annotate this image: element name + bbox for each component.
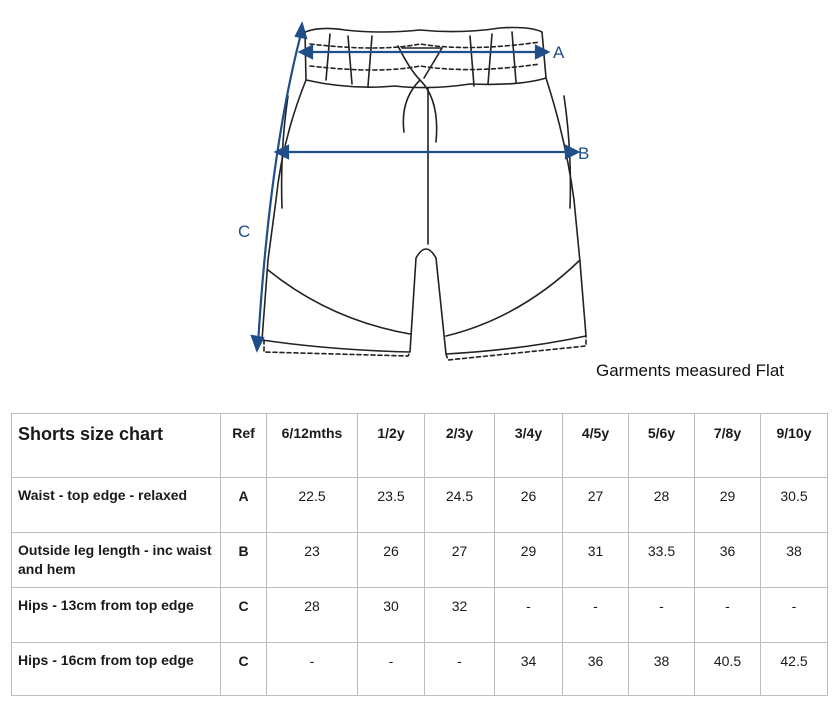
table-cell: 22.5: [266, 477, 358, 533]
size-header: 5/6y: [628, 413, 695, 478]
label-b: B: [578, 144, 589, 163]
size-header: 7/8y: [694, 413, 761, 478]
table-row: Outside leg length - inc waist and hem B…: [11, 532, 828, 588]
table-cell: 31: [562, 532, 629, 588]
row-ref: C: [220, 642, 267, 696]
size-header: 2/3y: [424, 413, 495, 478]
table-cell: 23: [266, 532, 358, 588]
table-row: Waist - top edge - relaxed A 22.5 23.5 2…: [11, 477, 828, 533]
row-label: Waist - top edge - relaxed: [11, 477, 221, 533]
row-ref: A: [220, 477, 267, 533]
table-cell: 28: [266, 587, 358, 643]
table-cell: 34: [494, 642, 563, 696]
table-cell: 26: [494, 477, 563, 533]
table-cell: -: [694, 587, 761, 643]
measurement-arrows: [250, 20, 581, 353]
table-cell: 32: [424, 587, 495, 643]
shorts-diagram: A B C: [238, 20, 589, 361]
table-cell: 36: [562, 642, 629, 696]
size-header: 1/2y: [357, 413, 425, 478]
table-row: Hips - 13cm from top edge C 28 30 32 - -…: [11, 587, 828, 643]
table-cell: 29: [494, 532, 563, 588]
size-header: 4/5y: [562, 413, 629, 478]
table-cell: -: [494, 587, 563, 643]
size-header: 9/10y: [760, 413, 828, 478]
table-cell: -: [424, 642, 495, 696]
table-cell: 26: [357, 532, 425, 588]
table-cell: 38: [628, 642, 695, 696]
table-cell: -: [266, 642, 358, 696]
size-header: 3/4y: [494, 413, 563, 478]
row-label: Outside leg length - inc waist and hem: [11, 532, 221, 588]
table-cell: -: [562, 587, 629, 643]
table-cell: 42.5: [760, 642, 828, 696]
row-label: Hips - 13cm from top edge: [11, 587, 221, 643]
ref-header: Ref: [220, 413, 267, 478]
shorts-outline: [261, 26, 587, 361]
table-cell: 24.5: [424, 477, 495, 533]
table-cell: -: [628, 587, 695, 643]
table-cell: 36: [694, 532, 761, 588]
table-cell: 28: [628, 477, 695, 533]
table-row: Hips - 16cm from top edge C - - - 34 36 …: [11, 642, 828, 696]
label-c: C: [238, 222, 250, 241]
table-cell: 40.5: [694, 642, 761, 696]
table-cell: -: [357, 642, 425, 696]
row-ref: B: [220, 532, 267, 588]
table-cell: 30.5: [760, 477, 828, 533]
table-cell: 33.5: [628, 532, 695, 588]
table-cell: 38: [760, 532, 828, 588]
table-cell: -: [760, 587, 828, 643]
label-a: A: [553, 43, 565, 62]
size-chart-table: Shorts size chart Ref 6/12mths 1/2y 2/3y…: [11, 413, 828, 696]
table-cell: 29: [694, 477, 761, 533]
row-label: Hips - 16cm from top edge: [11, 642, 221, 696]
table-cell: 23.5: [357, 477, 425, 533]
size-header: 6/12mths: [266, 413, 358, 478]
table-title: Shorts size chart: [11, 413, 221, 478]
table-cell: 27: [424, 532, 495, 588]
measurement-caption: Garments measured Flat: [596, 361, 785, 380]
table-cell: 27: [562, 477, 629, 533]
row-ref: C: [220, 587, 267, 643]
table-cell: 30: [357, 587, 425, 643]
header-row: Shorts size chart Ref 6/12mths 1/2y 2/3y…: [11, 413, 828, 478]
